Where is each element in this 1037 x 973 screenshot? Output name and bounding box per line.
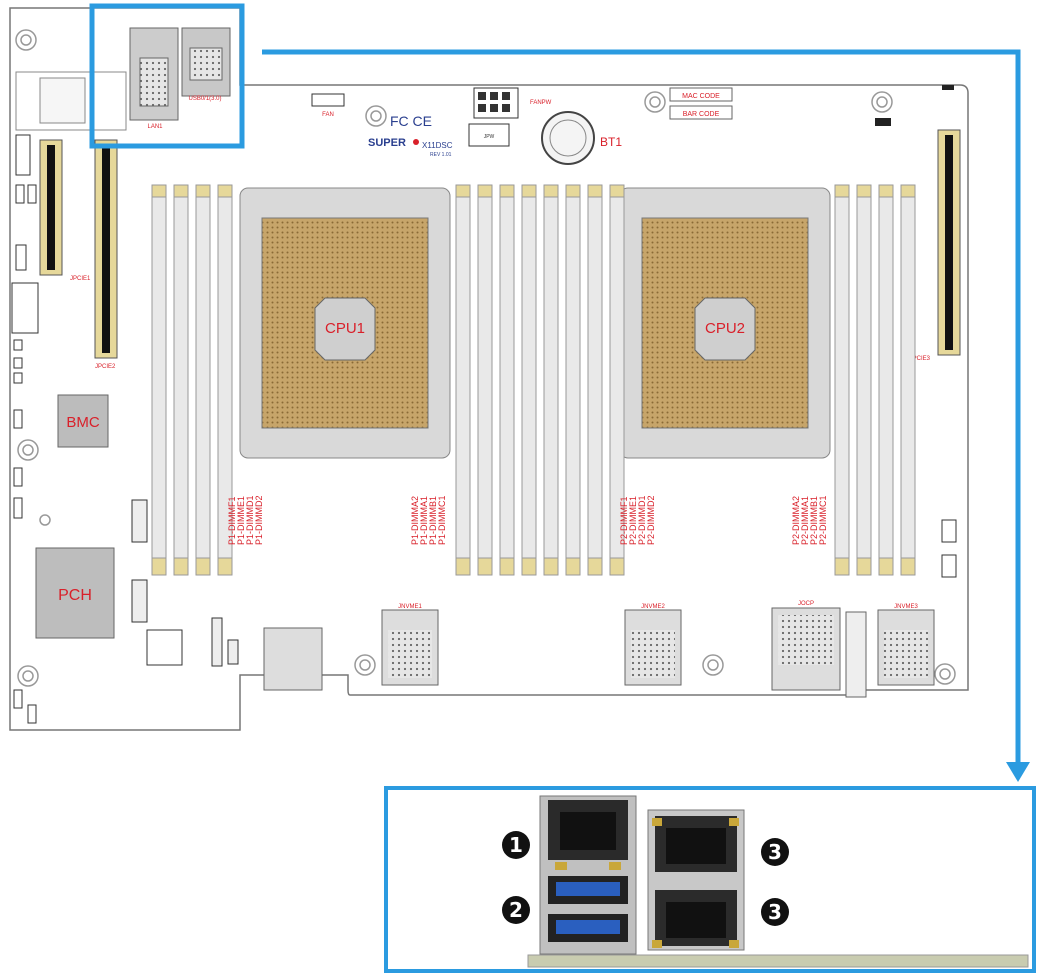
dimm-label: P2-DIMMD1: [637, 495, 647, 545]
dimm-label: P1-DIMMD2: [254, 495, 264, 545]
dimm-label: P1-DIMMC1: [437, 495, 447, 545]
cpu1-label: CPU1: [325, 320, 365, 337]
jpw-label: JPW: [484, 134, 495, 140]
fcc-mark: FC CE: [390, 113, 432, 129]
nvme2-label: JNVME2: [641, 604, 665, 610]
rev-label: REV 1.01: [430, 152, 452, 158]
callout-3b: 3: [768, 900, 782, 924]
lan1-label: LAN1: [147, 124, 163, 130]
dimm-label: P2-DIMMA1: [800, 496, 810, 545]
bt1-label: BT1: [600, 135, 622, 149]
dimm-label: P1-DIMME1: [236, 496, 246, 545]
dimm-label: P1-DIMMD1: [245, 495, 255, 545]
rj45-usb-stack: [540, 796, 636, 954]
dual-rj45-stack: [648, 810, 744, 950]
fan-label: FAN: [322, 112, 334, 118]
fan-header: [312, 94, 344, 106]
bar-code-label: BAR CODE: [683, 111, 720, 118]
ocp-label: JOCP: [798, 601, 814, 607]
dimm-label: P1-DIMMB1: [428, 496, 438, 545]
fanpw-label: FANPW: [530, 100, 552, 106]
dimm-label: P2-DIMMD2: [646, 495, 656, 545]
dimm-label: P1-DIMMF1: [227, 496, 237, 545]
dimm-label: P2-DIMMA2: [791, 496, 801, 545]
brand-logo: SUPER: [368, 137, 406, 149]
pcie1-label: JPCIE1: [70, 276, 91, 282]
pch-label: PCH: [58, 587, 92, 604]
dimm-label: P2-DIMME1: [628, 496, 638, 545]
dimm-label: P2-DIMMB1: [809, 496, 819, 545]
dimm-label: P1-DIMMA2: [410, 496, 420, 545]
bmc-label: BMC: [66, 414, 100, 431]
callout-2: 2: [509, 898, 523, 922]
callout-1: 1: [509, 833, 523, 857]
dimm-label: P2-DIMMC1: [818, 495, 828, 545]
usb-label: USB0/1(3.0): [188, 96, 221, 102]
cpu2-label: CPU2: [705, 320, 745, 337]
dimm-label: P2-DIMMF1: [619, 496, 629, 545]
mac-code-label: MAC CODE: [682, 93, 720, 100]
dimm-label: P1-DIMMA1: [419, 496, 429, 545]
callout-3a: 3: [768, 840, 782, 864]
nvme1-label: JNVME1: [398, 604, 422, 610]
cpu2-socket: CPU2: [620, 188, 830, 458]
cpu1-socket: CPU1: [240, 188, 450, 458]
nvme3-label: JNVME3: [894, 604, 918, 610]
pcie2-label: JPCIE2: [95, 364, 116, 370]
model-label: X11DSC: [422, 141, 453, 150]
